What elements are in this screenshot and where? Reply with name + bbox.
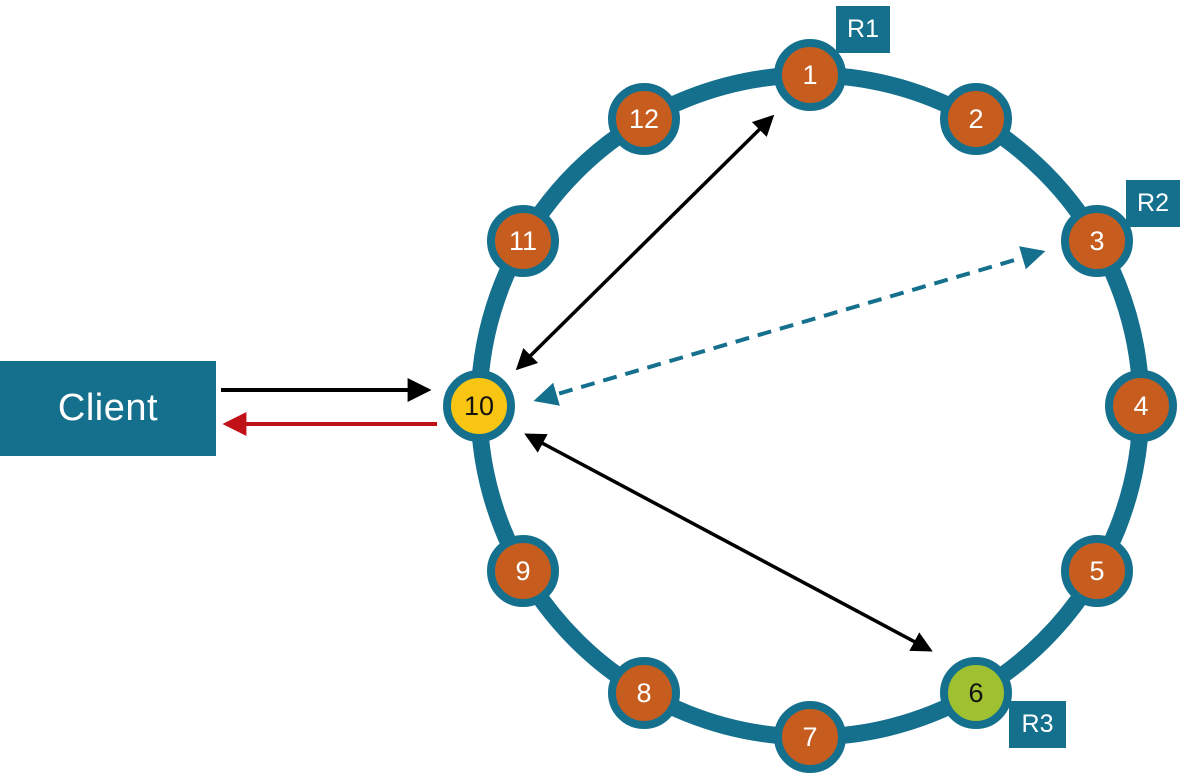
- ring-node-1: 1: [774, 39, 846, 111]
- ring-node-4: 4: [1105, 370, 1177, 442]
- ring-node-11: 11: [487, 205, 559, 277]
- ring-node-12: 12: [608, 83, 680, 155]
- ring-node-9: 9: [487, 535, 559, 607]
- replica-badge-r2: R2: [1126, 180, 1180, 227]
- arrow-node10-node3-dashed: [533, 246, 1046, 406]
- ring-node-5: 5: [1061, 535, 1133, 607]
- replica-badge-r1: R1: [836, 6, 890, 53]
- arrow-node10-node6: [524, 433, 933, 652]
- client-box: Client: [0, 361, 216, 456]
- ring-node-3: 3: [1061, 205, 1133, 277]
- ring-node-6: 6: [940, 657, 1012, 729]
- replica-badge-r3: R3: [1009, 701, 1066, 748]
- hash-ring-circle: [470, 66, 1150, 746]
- ring-node-8: 8: [608, 657, 680, 729]
- ring-node-10: 10: [443, 370, 515, 442]
- ring-node-7: 7: [774, 701, 846, 773]
- ring-node-2: 2: [940, 83, 1012, 155]
